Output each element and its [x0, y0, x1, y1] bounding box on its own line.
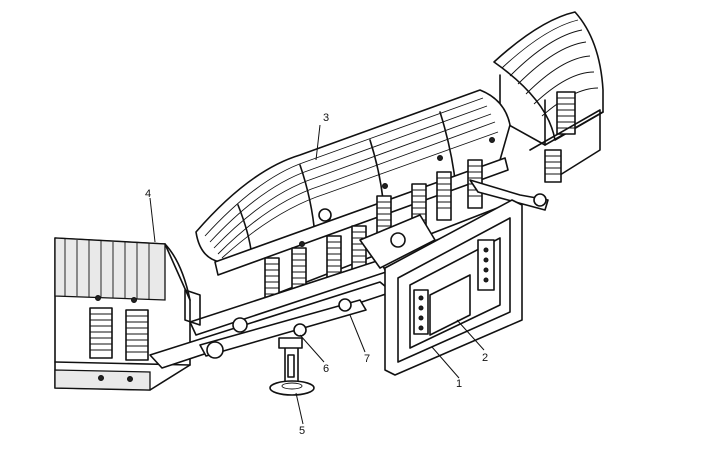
support-leg [269, 337, 315, 396]
mounting-plate [384, 199, 523, 376]
callout-4: 4 [145, 188, 151, 200]
spring-post [436, 171, 452, 221]
callout-1: 1 [456, 378, 462, 390]
callout-3: 3 [323, 112, 329, 124]
right-wing-section [493, 11, 604, 183]
left-wing-section [54, 237, 191, 391]
callout-7: 7 [364, 353, 370, 365]
callout-6: 6 [323, 363, 329, 375]
leader-lines [149, 124, 485, 425]
main-moldboard [195, 89, 511, 313]
frame-linkage [149, 179, 549, 369]
callout-5: 5 [299, 425, 305, 437]
callout-2: 2 [482, 352, 488, 364]
